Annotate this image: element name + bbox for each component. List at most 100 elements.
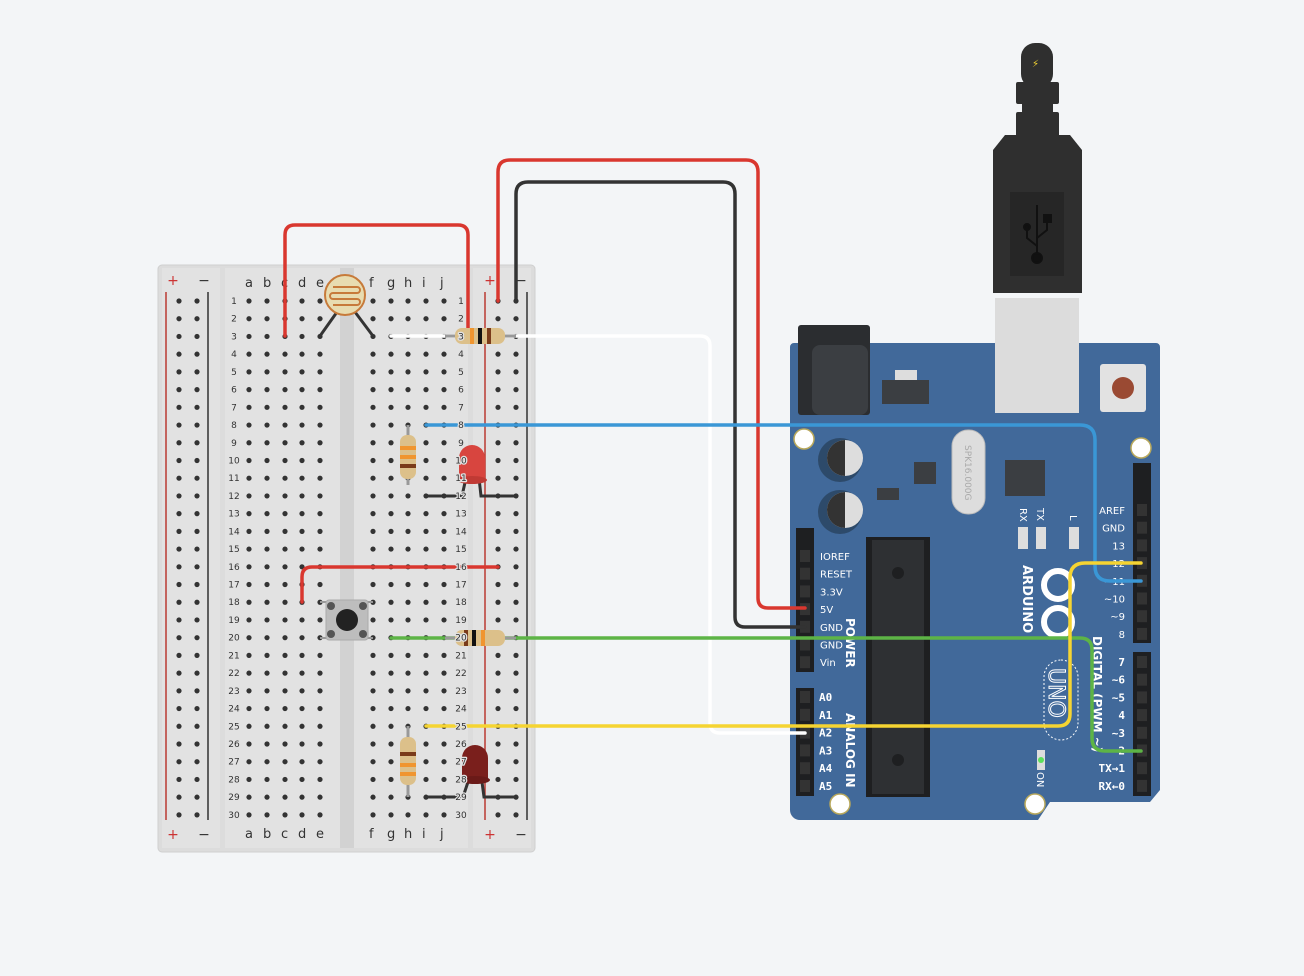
rail-hole[interactable] xyxy=(194,723,200,729)
breadboard-hole[interactable] xyxy=(282,546,288,552)
breadboard-hole[interactable] xyxy=(246,812,252,818)
header-pin[interactable] xyxy=(1137,504,1147,516)
breadboard-hole[interactable] xyxy=(370,581,376,588)
header-pin[interactable] xyxy=(1137,762,1147,775)
breadboard-hole[interactable] xyxy=(370,617,376,623)
breadboard-hole[interactable] xyxy=(423,298,429,304)
breadboard-hole[interactable] xyxy=(370,387,376,393)
rail-hole[interactable] xyxy=(176,511,182,517)
pushbutton[interactable] xyxy=(320,599,373,641)
rail-hole[interactable] xyxy=(495,812,501,818)
breadboard-hole[interactable] xyxy=(370,723,376,729)
rail-hole[interactable] xyxy=(513,316,519,322)
breadboard-hole[interactable] xyxy=(405,528,411,534)
breadboard-hole[interactable] xyxy=(299,794,305,800)
rail-hole[interactable] xyxy=(176,493,182,499)
breadboard-hole[interactable] xyxy=(264,741,270,747)
breadboard-hole[interactable] xyxy=(264,546,270,552)
breadboard-hole[interactable] xyxy=(388,812,394,818)
breadboard-hole[interactable] xyxy=(299,369,305,375)
header-pin[interactable] xyxy=(800,656,810,669)
header-pin[interactable] xyxy=(800,567,810,580)
rail-hole[interactable] xyxy=(176,688,182,694)
breadboard-hole[interactable] xyxy=(246,546,252,552)
breadboard-hole[interactable] xyxy=(282,493,288,499)
rail-hole[interactable] xyxy=(194,298,200,304)
rail-hole[interactable] xyxy=(495,741,501,747)
rail-hole[interactable] xyxy=(176,422,182,428)
rail-hole[interactable] xyxy=(194,741,200,747)
led-red[interactable] xyxy=(426,445,516,498)
breadboard-hole[interactable] xyxy=(423,599,429,605)
header-pin[interactable] xyxy=(1137,539,1147,552)
rail-hole[interactable] xyxy=(513,440,519,446)
rail-hole[interactable] xyxy=(194,617,200,623)
breadboard-hole[interactable] xyxy=(264,564,270,570)
breadboard-hole[interactable] xyxy=(423,316,429,322)
breadboard-hole[interactable] xyxy=(370,298,376,304)
breadboard-hole[interactable] xyxy=(423,776,429,783)
rail-hole[interactable] xyxy=(194,794,200,800)
rail-hole[interactable] xyxy=(513,546,519,552)
breadboard-hole[interactable] xyxy=(317,404,323,410)
rail-hole[interactable] xyxy=(194,705,200,712)
header-pin[interactable] xyxy=(800,744,810,757)
rail-hole[interactable] xyxy=(513,528,519,534)
breadboard-hole[interactable] xyxy=(405,705,411,712)
breadboard-hole[interactable] xyxy=(299,511,305,517)
led-dark-red[interactable] xyxy=(426,745,516,799)
breadboard-hole[interactable] xyxy=(388,351,394,357)
breadboard-hole[interactable] xyxy=(299,351,305,357)
breadboard-hole[interactable] xyxy=(317,475,323,481)
rail-hole[interactable] xyxy=(513,652,519,659)
breadboard-hole[interactable] xyxy=(388,457,394,464)
breadboard-hole[interactable] xyxy=(246,688,252,694)
breadboard-hole[interactable] xyxy=(317,440,323,446)
breadboard-hole[interactable] xyxy=(405,546,411,552)
breadboard-hole[interactable] xyxy=(282,457,288,464)
rail-hole[interactable] xyxy=(194,475,200,481)
breadboard-hole[interactable] xyxy=(405,404,411,410)
rail-hole[interactable] xyxy=(194,493,200,499)
breadboard-hole[interactable] xyxy=(423,404,429,410)
rail-hole[interactable] xyxy=(176,369,182,375)
breadboard-hole[interactable] xyxy=(264,316,270,322)
breadboard-hole[interactable] xyxy=(388,705,394,712)
breadboard-hole[interactable] xyxy=(370,475,376,481)
breadboard-hole[interactable] xyxy=(299,741,305,747)
breadboard-hole[interactable] xyxy=(423,688,429,694)
breadboard-hole[interactable] xyxy=(299,316,305,322)
breadboard-hole[interactable] xyxy=(264,511,270,517)
breadboard-hole[interactable] xyxy=(282,617,288,623)
breadboard-hole[interactable] xyxy=(423,581,429,588)
breadboard-hole[interactable] xyxy=(405,688,411,694)
breadboard-hole[interactable] xyxy=(388,759,394,765)
rail-hole[interactable] xyxy=(495,316,501,322)
breadboard-hole[interactable] xyxy=(299,812,305,818)
breadboard-hole[interactable] xyxy=(388,511,394,517)
breadboard-hole[interactable] xyxy=(388,404,394,410)
breadboard-hole[interactable] xyxy=(370,546,376,552)
breadboard-hole[interactable] xyxy=(441,369,447,375)
rail-hole[interactable] xyxy=(194,316,200,322)
breadboard-hole[interactable] xyxy=(264,528,270,534)
rail-hole[interactable] xyxy=(176,759,182,765)
rail-hole[interactable] xyxy=(194,599,200,605)
breadboard-hole[interactable] xyxy=(441,475,447,481)
breadboard-hole[interactable] xyxy=(405,511,411,517)
breadboard-hole[interactable] xyxy=(246,564,252,570)
breadboard-hole[interactable] xyxy=(264,404,270,410)
breadboard-hole[interactable] xyxy=(282,369,288,375)
breadboard-hole[interactable] xyxy=(441,546,447,552)
breadboard-hole[interactable] xyxy=(317,759,323,765)
breadboard-hole[interactable] xyxy=(299,528,305,534)
rail-hole[interactable] xyxy=(495,759,501,765)
wire-blue-pin11[interactable] xyxy=(424,423,1143,583)
rail-hole[interactable] xyxy=(194,387,200,393)
breadboard-hole[interactable] xyxy=(264,457,270,464)
rail-hole[interactable] xyxy=(513,404,519,410)
breadboard-hole[interactable] xyxy=(246,635,252,641)
breadboard-hole[interactable] xyxy=(423,741,429,747)
breadboard-hole[interactable] xyxy=(317,794,323,800)
breadboard-hole[interactable] xyxy=(246,528,252,534)
